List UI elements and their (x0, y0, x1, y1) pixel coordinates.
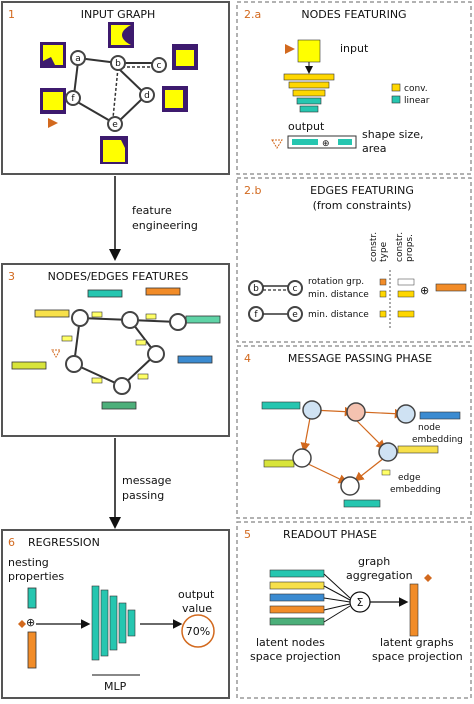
svg-text:b: b (253, 284, 259, 294)
svg-text:type: type (379, 241, 389, 262)
svg-text:Σ: Σ (357, 596, 364, 609)
svg-text:graph: graph (358, 555, 390, 568)
panel-message-passing: 4 MESSAGE PASSING PHASE node embedding e… (236, 345, 472, 519)
input-marker-icon (48, 118, 58, 128)
svg-text:min. distance: min. distance (308, 290, 369, 300)
svg-text:conv.: conv. (404, 84, 428, 94)
input-graph-shapes (40, 22, 198, 164)
panel-number: 1 (8, 8, 15, 21)
svg-text:space projection: space projection (372, 650, 463, 663)
svg-text:2.a: 2.a (244, 8, 261, 21)
svg-text:nesting: nesting (8, 556, 49, 569)
panel-title: INPUT GRAPH (81, 8, 156, 21)
node-label: e (112, 120, 118, 130)
panel-nodes-edges-features: 3 NODES/EDGES FEATURES (1, 263, 230, 437)
svg-text:area: area (362, 142, 387, 155)
svg-text:properties: properties (8, 570, 64, 583)
svg-text:embedding: embedding (412, 435, 463, 445)
node-label: d (144, 91, 150, 101)
svg-text:c: c (293, 284, 298, 294)
svg-text:70%: 70% (186, 625, 210, 638)
svg-text:output: output (288, 120, 325, 133)
svg-text:output: output (178, 588, 215, 601)
svg-text:constr.: constr. (369, 232, 379, 262)
svg-text:feature: feature (132, 204, 172, 217)
message-edges (300, 406, 405, 484)
svg-text:embedding: embedding (390, 485, 441, 495)
svg-text:space projection: space projection (250, 650, 341, 663)
panel-number: 3 (8, 270, 15, 283)
node-label: b (115, 59, 121, 69)
node-label: a (75, 54, 81, 64)
svg-text:⊕: ⊕ (322, 139, 330, 149)
svg-text:props.: props. (405, 234, 415, 262)
message-passing-arrow: message passing (109, 438, 172, 529)
svg-text:2.b: 2.b (244, 184, 261, 197)
panel-number: 6 (8, 536, 15, 549)
svg-text:f: f (254, 310, 258, 320)
svg-text:message: message (122, 474, 172, 487)
panel-title: REGRESSION (28, 536, 100, 549)
svg-text:5: 5 (244, 528, 251, 541)
svg-text:passing: passing (122, 489, 164, 502)
node-label: f (71, 94, 75, 104)
svg-text:e: e (292, 310, 298, 320)
svg-text:NODES FEATURING: NODES FEATURING (301, 8, 406, 21)
svg-text:latent nodes: latent nodes (256, 636, 325, 649)
svg-text:min. distance: min. distance (308, 310, 369, 320)
panel-edges-featuring: 2.b EDGES FEATURING (from constraints) c… (236, 177, 472, 343)
output-value-circle (181, 614, 215, 648)
svg-text:MLP: MLP (104, 680, 127, 693)
feature-bars (11, 287, 221, 410)
svg-text:shape size,: shape size, (362, 128, 424, 141)
svg-text:input: input (340, 42, 369, 55)
panel-readout: 5 READOUT PHASE graph aggregation Σ late… (236, 521, 472, 699)
svg-text:constr.: constr. (395, 232, 405, 262)
svg-text:READOUT PHASE: READOUT PHASE (283, 528, 377, 541)
input-graph-nodes: a b c d e f (65, 50, 167, 132)
node-label: c (157, 61, 162, 71)
svg-text:value: value (182, 602, 212, 615)
svg-text:edge: edge (398, 473, 421, 483)
latent-node-bars (269, 569, 325, 626)
panel-nodes-featuring: 2.a NODES FEATURING input conv. linear o… (236, 1, 472, 175)
svg-text:⊕: ⊕ (420, 284, 429, 297)
panel-input-graph: 1 INPUT GRAPH a b c d e f (1, 1, 230, 175)
mlp-layers (91, 585, 136, 661)
svg-text:rotation grp.: rotation grp. (308, 277, 364, 287)
panel-title: NODES/EDGES FEATURES (48, 270, 189, 283)
svg-text:EDGES FEATURING: EDGES FEATURING (310, 184, 414, 197)
svg-text:latent graphs: latent graphs (380, 636, 454, 649)
svg-text:linear: linear (404, 96, 430, 106)
feature-engineering-arrow: feature engineering (109, 176, 198, 261)
panel-regression: 6 REGRESSION nesting properties ⊕ MLP ou… (1, 529, 230, 699)
svg-text:MESSAGE PASSING PHASE: MESSAGE PASSING PHASE (288, 352, 432, 365)
svg-text:engineering: engineering (132, 219, 198, 232)
svg-text:aggregation: aggregation (346, 569, 413, 582)
svg-text:⊕: ⊕ (26, 616, 35, 629)
svg-text:4: 4 (244, 352, 251, 365)
svg-text:(from constraints): (from constraints) (313, 199, 412, 212)
svg-text:node: node (418, 423, 441, 433)
